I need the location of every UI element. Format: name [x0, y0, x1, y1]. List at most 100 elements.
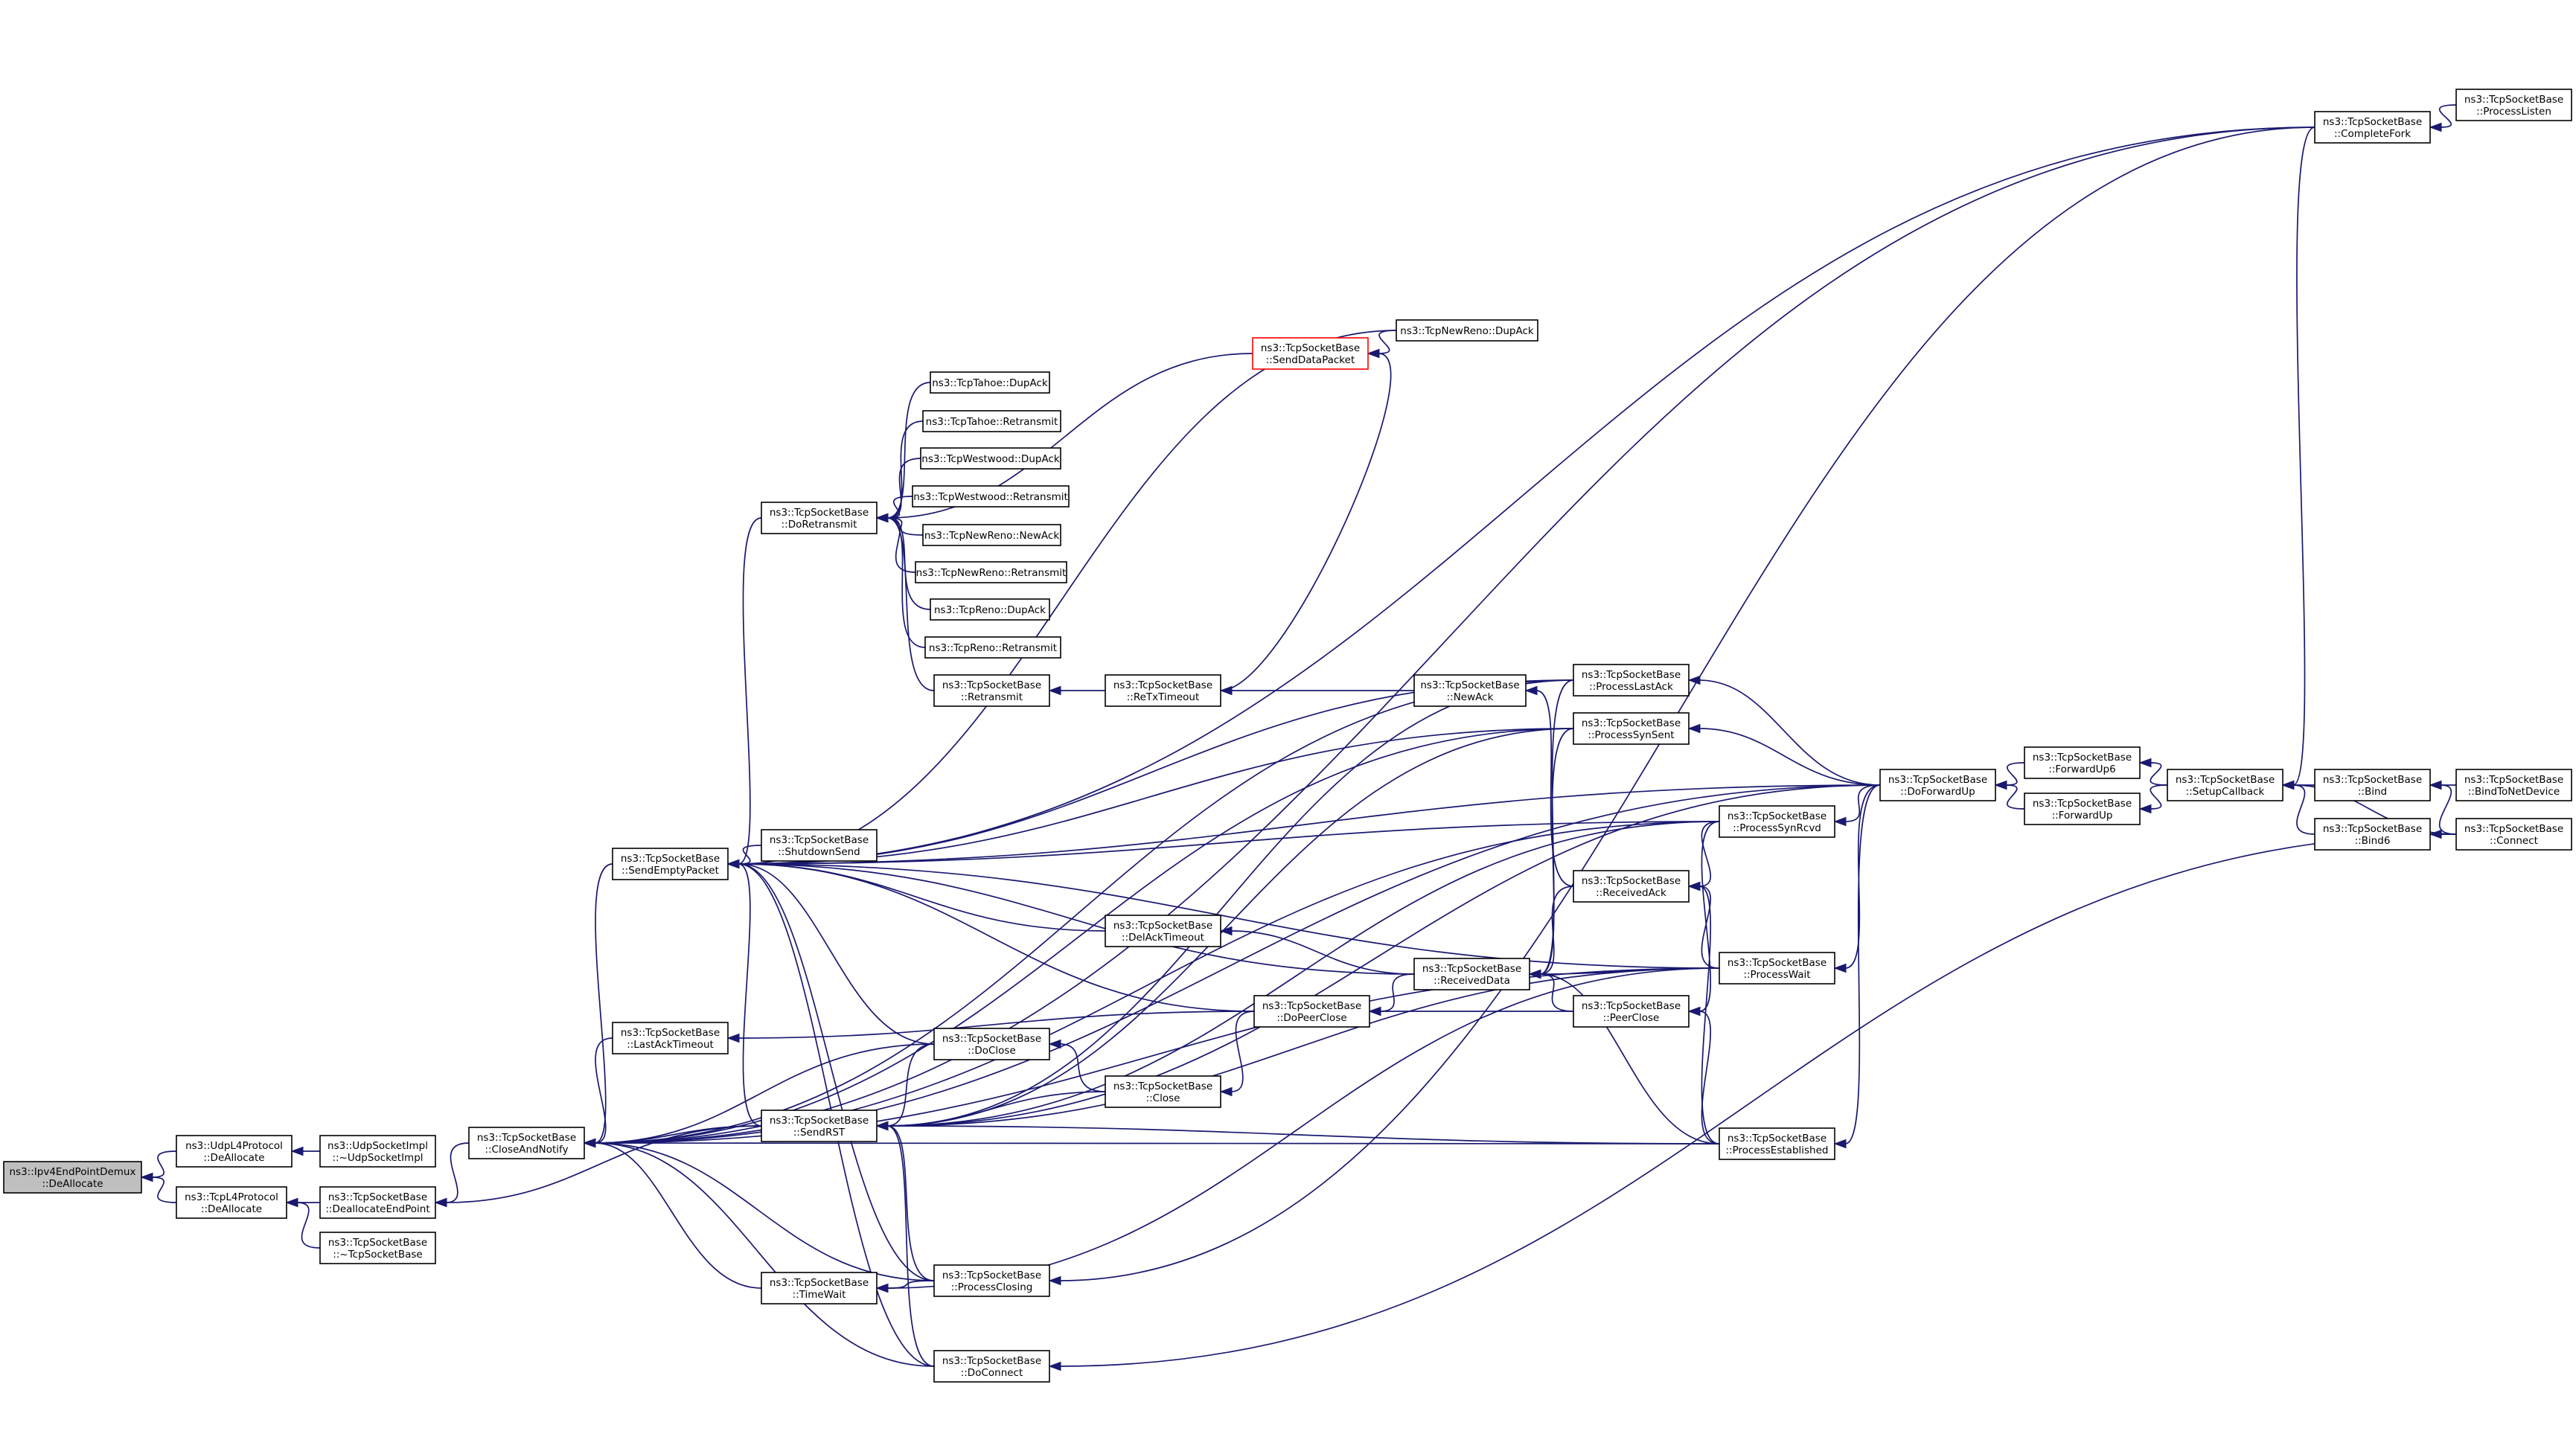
node-label-line: ns3::TcpSocketBase — [942, 1355, 1041, 1367]
node-tahoeretrans[interactable]: ns3::TcpTahoe::Retransmit — [922, 410, 1061, 432]
edge-udpl4-to-root — [151, 1150, 177, 1178]
node-newack[interactable]: ns3::TcpSocketBase::NewAck — [1413, 674, 1527, 707]
node-root[interactable]: ns3::Ipv4EndPointDemux::DeAllocate — [3, 1161, 142, 1194]
node-completefork[interactable]: ns3::TcpSocketBase::CompleteFork — [2314, 111, 2431, 144]
node-westdupack[interactable]: ns3::TcpWestwood::DupAck — [920, 447, 1061, 470]
node-processestablished[interactable]: ns3::TcpSocketBase::ProcessEstablished — [1719, 1127, 1835, 1160]
edge-peerclose-to-receiveddata — [1539, 973, 1574, 1012]
node-processsynsent[interactable]: ns3::TcpSocketBase::ProcessSynSent — [1573, 712, 1690, 745]
arrowhead-icon — [2138, 804, 2152, 814]
node-forwardup[interactable]: ns3::TcpSocketBase::ForwardUp — [2024, 793, 2141, 825]
arrowhead-icon — [1048, 1039, 1061, 1049]
edge-processsynsent-to-receiveddata — [1539, 728, 1574, 975]
node-label-line: ns3::TcpSocketBase — [1888, 774, 1987, 786]
node-label-line: ::DeAllocate — [203, 1152, 264, 1164]
node-retxtimeout[interactable]: ns3::TcpSocketBase::ReTxTimeout — [1105, 674, 1221, 707]
node-doconnect[interactable]: ns3::TcpSocketBase::DoConnect — [933, 1350, 1050, 1383]
node-box — [319, 1232, 436, 1264]
node-nrdupack[interactable]: ns3::TcpNewReno::DupAck — [1396, 319, 1538, 342]
node-renoretrans[interactable]: ns3::TcpReno::Retransmit — [924, 636, 1061, 659]
node-processsynrcvd[interactable]: ns3::TcpSocketBase::ProcessSynRcvd — [1719, 805, 1835, 838]
node-doretransmit[interactable]: ns3::TcpSocketBase::DoRetransmit — [761, 502, 878, 534]
edge-nrdupack-to-senddatapacket — [1378, 330, 1397, 354]
node-senddatapacket[interactable]: ns3::TcpSocketBase::SendDataPacket — [1252, 337, 1369, 370]
node-processwait[interactable]: ns3::TcpSocketBase::ProcessWait — [1719, 952, 1835, 985]
node-receivedack[interactable]: ns3::TcpSocketBase::ReceivedAck — [1573, 870, 1690, 903]
edge-completefork-to-processclosing — [1059, 127, 2315, 1281]
node-box — [2455, 769, 2572, 801]
node-label-line: ::CompleteFork — [2334, 128, 2411, 140]
node-tcpl4[interactable]: ns3::TcpL4Protocol::DeAllocate — [176, 1186, 287, 1219]
node-sendrst[interactable]: ns3::TcpSocketBase::SendRST — [761, 1110, 878, 1142]
edge-bind6-to-setupcallback — [2292, 784, 2315, 835]
edge-completefork-to-sendempty — [738, 127, 2315, 865]
node-label-line: ns3::TcpSocketBase — [2323, 116, 2422, 128]
arrowhead-icon — [1687, 881, 1701, 891]
node-renodupack[interactable]: ns3::TcpReno::DupAck — [930, 598, 1050, 621]
node-nrnewack[interactable]: ns3::TcpNewReno::NewAck — [922, 524, 1061, 546]
node-doforwardup[interactable]: ns3::TcpSocketBase::DoForwardUp — [1879, 769, 1996, 801]
node-tahoedupack[interactable]: ns3::TcpTahoe::DupAck — [930, 371, 1050, 394]
edge-nrretrans-to-doretransmit — [886, 517, 916, 573]
node-peerclose[interactable]: ns3::TcpSocketBase::PeerClose — [1573, 995, 1690, 1028]
node-doprclose[interactable]: ns3::TcpSocketBase::DoPeerClose — [1253, 995, 1370, 1028]
edge-retxtimeout-to-senddatapacket — [1220, 353, 1392, 691]
node-receiveddata[interactable]: ns3::TcpSocketBase::ReceivedData — [1413, 958, 1530, 990]
node-label-line: ns3::TcpReno::DupAck — [934, 604, 1046, 616]
arrowhead-icon — [1219, 926, 1233, 936]
node-label-line: ::BindToNetDevice — [2468, 786, 2560, 798]
edge-doclose-to-sendrst — [886, 1043, 935, 1127]
node-shutdownsend[interactable]: ns3::TcpSocketBase::ShutdownSend — [761, 829, 878, 862]
edge-senddatapacket-to-doretransmit — [886, 353, 1253, 519]
node-box — [1719, 805, 1835, 838]
node-box — [2024, 746, 2141, 779]
node-box — [612, 848, 729, 880]
node-retransmit[interactable]: ns3::TcpSocketBase::Retransmit — [933, 674, 1050, 707]
node-box — [1105, 1075, 1221, 1108]
node-box — [2314, 769, 2431, 801]
node-closenotify[interactable]: ns3::TcpSocketBase::CloseAndNotify — [468, 1127, 585, 1159]
edge-processwait-to-sendrst — [886, 967, 1720, 1127]
node-box — [933, 1028, 1050, 1060]
node-timewait[interactable]: ns3::TcpSocketBase::TimeWait — [761, 1272, 878, 1304]
edge-nrnewack-to-doretransmit — [886, 517, 924, 536]
node-lastacktimeout[interactable]: ns3::TcpSocketBase::LastAckTimeout — [612, 1022, 729, 1054]
node-dtor[interactable]: ns3::TcpSocketBase::~TcpSocketBase — [319, 1232, 436, 1264]
node-setupcallback[interactable]: ns3::TcpSocketBase::SetupCallback — [2167, 769, 2283, 801]
node-westretrans[interactable]: ns3::TcpWestwood::Retransmit — [912, 485, 1070, 508]
node-processlastack[interactable]: ns3::TcpSocketBase::ProcessLastAck — [1573, 664, 1690, 697]
node-label-line: ::ForwardUp6 — [2048, 763, 2115, 775]
node-bind[interactable]: ns3::TcpSocketBase::Bind — [2314, 769, 2431, 801]
node-label-line: ns3::TcpSocketBase — [1582, 669, 1681, 681]
node-label-line: ns3::TcpSocketBase — [2464, 94, 2563, 106]
arrowhead-icon — [875, 513, 889, 523]
node-bind6[interactable]: ns3::TcpSocketBase::Bind6 — [2314, 818, 2431, 851]
node-forwardup6[interactable]: ns3::TcpSocketBase::ForwardUp6 — [2024, 746, 2141, 779]
node-label-line: ns3::Ipv4EndPointDemux — [10, 1166, 136, 1178]
node-label-line: ::LastAckTimeout — [627, 1039, 714, 1051]
node-connect[interactable]: ns3::TcpSocketBase::Connect — [2455, 818, 2572, 851]
edge-setupcallback-to-forwardup — [2150, 784, 2168, 810]
node-doclose[interactable]: ns3::TcpSocketBase::DoClose — [933, 1028, 1050, 1060]
node-label-line: ns3::TcpSocketBase — [1422, 963, 1521, 975]
node-box — [319, 1186, 436, 1219]
edge-layer — [140, 104, 2457, 1371]
node-label-line: ns3::TcpSocketBase — [1420, 679, 1519, 691]
node-delacktimeout[interactable]: ns3::TcpSocketBase::DelAckTimeout — [1105, 915, 1221, 947]
node-close[interactable]: ns3::TcpSocketBase::Close — [1105, 1075, 1221, 1108]
node-nrretrans[interactable]: ns3::TcpNewReno::Retransmit — [915, 561, 1067, 583]
node-udpsockimpl[interactable]: ns3::UdpSocketImpl::~UdpSocketImpl — [319, 1135, 436, 1168]
arrowhead-icon — [1528, 969, 1541, 979]
edge-close-to-doclose — [1059, 1043, 1106, 1092]
edge-processestablished-to-sendrst — [886, 1125, 1720, 1145]
node-udpl4[interactable]: ns3::UdpL4Protocol::DeAllocate — [176, 1135, 293, 1168]
node-bindtonetdevice[interactable]: ns3::TcpSocketBase::BindToNetDevice — [2455, 769, 2572, 801]
node-processclosing[interactable]: ns3::TcpSocketBase::ProcessClosing — [933, 1264, 1050, 1297]
node-sendempty[interactable]: ns3::TcpSocketBase::SendEmptyPacket — [612, 848, 729, 880]
arrowhead-icon — [290, 1146, 304, 1156]
node-processlisten[interactable]: ns3::TcpSocketBase::ProcessListen — [2455, 89, 2572, 121]
node-label-line: ::DoConnect — [961, 1367, 1023, 1379]
node-dealloc[interactable]: ns3::TcpSocketBase::DeallocateEndPoint — [319, 1186, 436, 1219]
edge-doforwardup-to-processwait — [1844, 784, 1881, 969]
